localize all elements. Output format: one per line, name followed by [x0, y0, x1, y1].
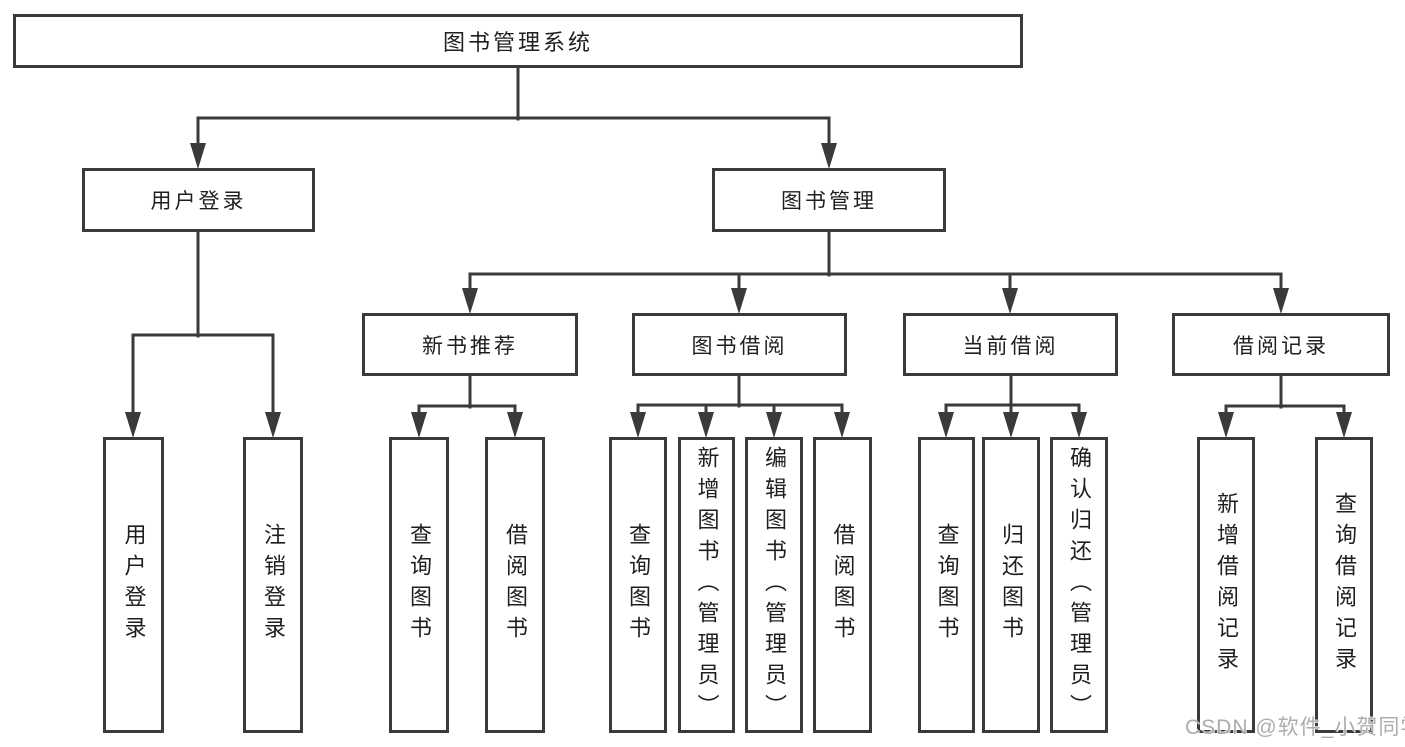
- tree-edges: [131, 66, 1346, 419]
- watermark: CSDN @软件_小贺同学: [1185, 716, 1405, 739]
- node-user-login: 用户登录: [82, 168, 315, 232]
- leaf-logout: 注销登录: [243, 437, 303, 733]
- leaf-query-borrow-record: 查询借阅记录: [1315, 437, 1373, 733]
- leaf-query-books-current: 查询图书: [918, 437, 975, 733]
- leaf-query-books-recommend: 查询图书: [389, 437, 449, 733]
- node-book-management: 图书管理: [712, 168, 946, 232]
- leaf-return-book: 归还图书: [982, 437, 1040, 733]
- leaf-add-borrow-record: 新增借阅记录: [1197, 437, 1255, 733]
- node-root: 图书管理系统: [13, 14, 1023, 68]
- node-book-borrow: 图书借阅: [632, 313, 847, 376]
- leaf-confirm-return-admin: 确认归还（管理员）: [1050, 437, 1108, 733]
- leaf-edit-book-admin: 编辑图书（管理员）: [745, 437, 803, 733]
- arrowhead-icons: [125, 143, 1352, 438]
- node-new-book-recommend: 新书推荐: [362, 313, 578, 376]
- node-borrow-records: 借阅记录: [1172, 313, 1390, 376]
- leaf-user-login: 用户登录: [103, 437, 164, 733]
- leaf-borrow-books: 借阅图书: [813, 437, 872, 733]
- leaf-add-book-admin: 新增图书（管理员）: [678, 437, 735, 733]
- node-current-borrow: 当前借阅: [903, 313, 1118, 376]
- leaf-query-books-borrow: 查询图书: [609, 437, 667, 733]
- leaf-borrow-books-recommend: 借阅图书: [485, 437, 545, 733]
